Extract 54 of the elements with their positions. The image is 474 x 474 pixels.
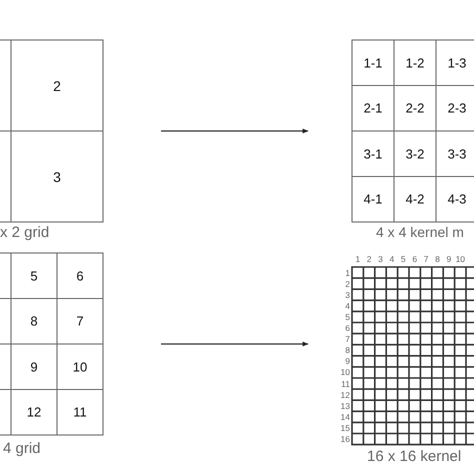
column-number: 7 <box>424 254 428 264</box>
row-number: 3 <box>345 290 350 299</box>
cell-number: 10 <box>72 360 88 374</box>
column-number: 9 <box>446 254 452 264</box>
cell-number: 2-1 <box>364 102 382 115</box>
cell-number: 1-1 <box>364 56 382 70</box>
grid-caption: 16 x 16 kernel <box>367 449 462 464</box>
cell-number: 1-3 <box>448 56 466 70</box>
cell-number: 3-1 <box>364 147 382 160</box>
row-number: 11 <box>341 379 350 388</box>
cell-number: 3 <box>53 170 61 184</box>
row-number: 10 <box>340 368 350 377</box>
cell-number: 4-2 <box>406 192 424 206</box>
row-number: 4 <box>345 302 350 310</box>
row-number: 9 <box>345 357 350 366</box>
row-number: 13 <box>340 402 350 410</box>
cell-number: 11 <box>73 406 87 419</box>
column-number: 4 <box>390 254 394 264</box>
row-number: 1 <box>345 268 350 277</box>
cell-number: 7 <box>76 314 84 328</box>
cell-number: 5 <box>30 269 38 282</box>
cell-number: 1-2 <box>406 56 424 70</box>
cell-number: 2-2 <box>406 102 424 115</box>
row-number: 15 <box>340 424 350 432</box>
row-number: 7 <box>345 334 350 344</box>
row-number: 2 <box>345 279 350 288</box>
cell-number: 3-2 <box>406 147 424 160</box>
cell-number: 2-3 <box>448 102 466 115</box>
row-number: 6 <box>345 324 350 332</box>
grid-caption: 4 x 4 kernel m <box>376 225 464 239</box>
cell-number: 12 <box>26 406 42 419</box>
grid-caption: x 2 grid <box>0 225 50 240</box>
grid-caption: 4 grid <box>3 441 41 456</box>
cell-number: 2 <box>53 78 61 92</box>
column-number: 3 <box>378 254 383 264</box>
cell-number: 6 <box>76 269 84 282</box>
column-number: 10 <box>456 254 466 264</box>
cell-number: 8 <box>30 314 38 328</box>
column-number: 1 <box>355 254 360 264</box>
cell-number: 3-3 <box>448 147 466 160</box>
row-number: 14 <box>340 412 350 422</box>
column-number: 2 <box>366 254 372 264</box>
row-number: 8 <box>345 346 350 354</box>
row-number: 5 <box>345 312 350 322</box>
arrow <box>161 342 309 346</box>
cell-number: 4-3 <box>448 192 466 206</box>
row-number: 12 <box>340 390 350 399</box>
cell-number: 9 <box>30 360 38 374</box>
cell-number: 4-1 <box>364 192 382 206</box>
column-number: 5 <box>400 254 406 264</box>
row-number: 16 <box>340 434 350 444</box>
arrow <box>161 128 309 134</box>
column-number: 8 <box>435 254 440 264</box>
column-number: 6 <box>412 254 418 264</box>
